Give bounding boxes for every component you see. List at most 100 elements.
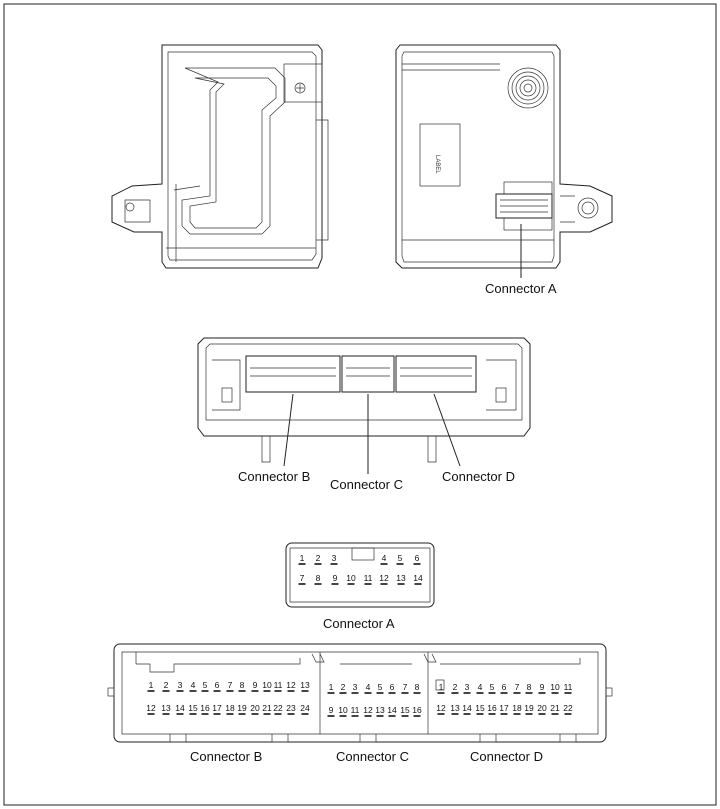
connector_a-pin-label: 2 <box>316 553 321 563</box>
connector_a-pin-label: 14 <box>413 573 423 583</box>
connector_d-pin-label: 6 <box>502 682 507 692</box>
connector_a-pin-label: 11 <box>364 573 373 583</box>
connector_c-pin-label: 13 <box>375 705 385 715</box>
connector_a-pin-label: 4 <box>382 553 387 563</box>
module-front-view <box>197 337 531 463</box>
connector_d-pin-mark <box>488 692 496 694</box>
connector_b-pin-mark <box>226 690 234 692</box>
connector_d-pin-mark <box>551 692 559 694</box>
connector_d-pin-mark <box>538 692 546 694</box>
connector_b-pin-label: 8 <box>240 680 245 690</box>
connector_d-pin-mark <box>525 692 533 694</box>
connector_c-pin-mark <box>376 692 384 694</box>
connector_d-pin-label: 2 <box>453 682 458 692</box>
connector_c-pin-mark <box>339 715 347 717</box>
connector-c-callout: Connector C <box>330 477 403 492</box>
connector_b-pin-label: 3 <box>178 680 183 690</box>
connector_a-pin-mark <box>298 563 306 565</box>
connector_a-pin-label: 12 <box>379 573 389 583</box>
connector_b-pin-label: 9 <box>253 680 258 690</box>
connector_d-pin-label: 3 <box>465 682 470 692</box>
connector_d-pin-mark <box>451 713 459 715</box>
connector_c-pin-mark <box>327 715 335 717</box>
connector_c-pin-mark <box>376 715 384 717</box>
connector_a-pin-mark <box>414 583 422 585</box>
connector_b-pin-mark <box>287 713 295 715</box>
outer-frame <box>3 3 717 806</box>
connector_c-pin-mark <box>327 692 335 694</box>
connector_d-pin-mark <box>463 692 471 694</box>
connector_c-pin-label: 2 <box>341 682 346 692</box>
connector_a-pin-label: 5 <box>398 553 403 563</box>
connector_a-pin-mark <box>298 583 306 585</box>
connector_a-pin-label: 6 <box>415 553 420 563</box>
connector_b-pin-label: 18 <box>225 703 235 713</box>
connector_d-pin-mark <box>525 713 533 715</box>
connector_b-pin-mark <box>147 690 155 692</box>
connector_c-pin-mark <box>413 715 421 717</box>
connector_b-pin-label: 1 <box>149 680 154 690</box>
connector_a-pin-label: 9 <box>333 573 338 583</box>
connector_d-pin-label: 4 <box>478 682 483 692</box>
connector_b-pin-mark <box>251 713 259 715</box>
connector_c-pin-mark <box>339 692 347 694</box>
connector_b-pin-mark <box>263 713 271 715</box>
connector_b-pin-mark <box>213 690 221 692</box>
connector_c-pin-label: 7 <box>403 682 408 692</box>
connector_b-pin-label: 20 <box>250 703 260 713</box>
connector_c-pin-label: 10 <box>338 705 348 715</box>
connector_c-pin-mark <box>413 692 421 694</box>
connector_c-pin-label: 1 <box>329 682 334 692</box>
connector_a-pin-mark <box>314 583 322 585</box>
connector_b-pin-label: 5 <box>203 680 208 690</box>
connector_c-pin-mark <box>364 692 372 694</box>
connector_b-pin-mark <box>176 690 184 692</box>
connector_a-pin-mark <box>330 563 338 565</box>
connector_d-pin-label: 17 <box>499 703 509 713</box>
connector_d-pin-label: 11 <box>564 682 573 692</box>
connector_d-pin-label: 18 <box>512 703 522 713</box>
connector_d-pin-label: 8 <box>527 682 532 692</box>
module-right-view: LABEL <box>395 44 613 269</box>
connector_d-pin-mark <box>500 692 508 694</box>
connector_b-pin-label: 17 <box>212 703 222 713</box>
connector_d-pin-mark <box>513 713 521 715</box>
connector_b-pin-label: 12 <box>286 680 296 690</box>
connector_d-pin-mark <box>451 692 459 694</box>
connector_b-pin-label: 23 <box>286 703 296 713</box>
connector_b-pin-label: 21 <box>262 703 272 713</box>
connector-d-housing <box>395 355 477 393</box>
connector-b-housing <box>245 355 341 393</box>
connector_b-pin-label: 13 <box>300 680 310 690</box>
connector_d-pin-mark <box>500 713 508 715</box>
connector_c-pin-mark <box>388 715 396 717</box>
connector_c-pin-label: 14 <box>387 705 397 715</box>
connector_b-pin-mark <box>189 690 197 692</box>
connector_b-pin-label: 24 <box>300 703 310 713</box>
connector-b-callout-line <box>283 393 294 467</box>
connector_b-pin-label: 13 <box>161 703 171 713</box>
module-left-view <box>111 44 329 269</box>
connector-d-callout: Connector D <box>442 469 515 484</box>
connector_b-pin-mark <box>263 690 271 692</box>
connector_b-pin-mark <box>226 713 234 715</box>
connector_a-pin-mark <box>364 583 372 585</box>
connector_a-pin-mark <box>380 563 388 565</box>
connector-c-housing <box>341 355 395 393</box>
connector_b-pin-label: 6 <box>215 680 220 690</box>
connector_b-pin-mark <box>274 713 282 715</box>
connector_a-pin-mark <box>380 583 388 585</box>
connector_d-pin-label: 5 <box>490 682 495 692</box>
connector_a-pin-mark <box>397 583 405 585</box>
connector_b-pin-mark <box>287 690 295 692</box>
connector_a-pin-mark <box>413 563 421 565</box>
connector-a-caption: Connector A <box>323 616 395 631</box>
label-plate-text: LABEL <box>434 155 440 174</box>
connector_d-pin-label: 14 <box>462 703 472 713</box>
connector_d-pin-label: 10 <box>550 682 560 692</box>
connector_c-pin-mark <box>401 692 409 694</box>
